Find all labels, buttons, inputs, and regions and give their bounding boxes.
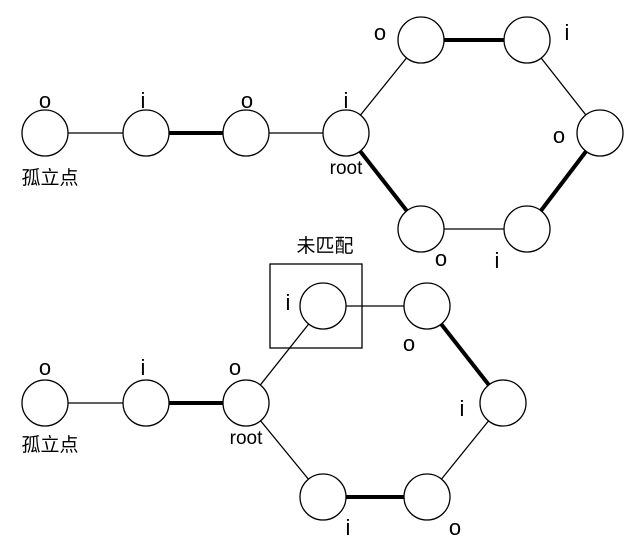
node-label: o xyxy=(39,88,51,113)
node-label: i xyxy=(346,515,351,540)
graph-node xyxy=(403,473,451,521)
graph-node xyxy=(122,379,170,427)
graph-node xyxy=(122,109,170,157)
root-label: root xyxy=(330,158,363,179)
node-label: i xyxy=(460,396,465,421)
graph-node xyxy=(21,109,69,157)
graph-node xyxy=(403,282,451,330)
graph-node xyxy=(479,379,527,427)
node-label: o xyxy=(435,246,447,271)
node-label: i xyxy=(141,355,146,380)
graph-node xyxy=(222,109,270,157)
node-label: i xyxy=(286,290,291,315)
isolated-point-label: 孤立点 xyxy=(21,434,78,456)
node-label: o xyxy=(39,355,51,380)
node-label: o xyxy=(553,123,565,148)
node-label: o xyxy=(229,355,241,380)
graph-node xyxy=(397,16,445,64)
node-label: o xyxy=(403,331,415,356)
graph-node xyxy=(503,16,551,64)
node-label: o xyxy=(241,88,253,113)
graph-node xyxy=(299,473,347,521)
graph-node xyxy=(503,205,551,253)
graph-node xyxy=(299,282,347,330)
node-label: o xyxy=(374,20,386,45)
graph-node xyxy=(21,379,69,427)
isolated-point-label: 孤立点 xyxy=(21,167,78,189)
unmatched-box-label: 未匹配 xyxy=(296,235,353,257)
graph-node xyxy=(397,205,445,253)
graph-node xyxy=(322,109,370,157)
graph-node xyxy=(576,109,624,157)
root-label: root xyxy=(230,428,263,449)
node-label: i xyxy=(495,248,500,273)
node-label: i xyxy=(344,88,349,113)
node-label: o xyxy=(449,515,461,540)
node-label: i xyxy=(141,88,146,113)
node-label: i xyxy=(565,20,570,45)
graph-node xyxy=(222,379,270,427)
